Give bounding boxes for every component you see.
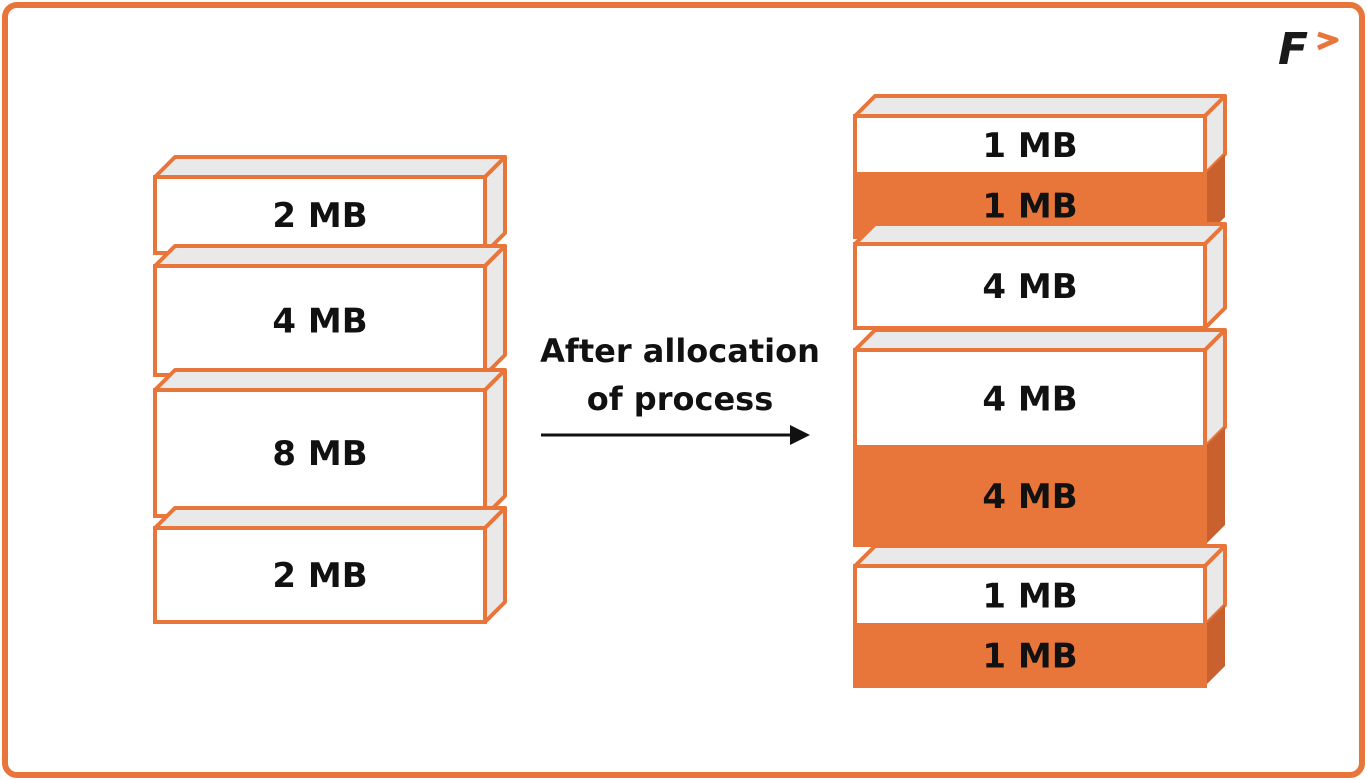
caption-line-1: After allocation [540,332,820,370]
after-memory-stack: 1 MB 1 MB 4 MB 4 MB 4 MB 1 MB 1 MB [853,94,1227,688]
before-block-label-2: 4 MB [272,302,367,342]
logo-f-arrow-icon: F [1278,24,1339,75]
after-block-label-7: 1 MB [982,637,1077,677]
after-block-4 [853,348,1207,449]
before-box-3: 8 MB [153,368,507,518]
after-block-label-1: 1 MB [982,126,1077,166]
after-block-label-2: 1 MB [982,187,1077,227]
before-box-1: 2 MB [153,155,507,255]
after-block-6 [853,564,1207,627]
before-block-label-4: 2 MB [272,556,367,596]
after-block-1 [853,114,1207,176]
after-block-label-4: 4 MB [982,380,1077,420]
after-block-label-3: 4 MB [982,267,1077,307]
caption-line-2: of process [587,380,773,418]
after-block-5 [855,447,1205,545]
after-block-label-5: 4 MB [982,477,1077,517]
after-box-4: 1 MB 1 MB [853,544,1227,688]
after-box-2: 4 MB [853,222,1227,330]
before-block-label-1: 2 MB [272,196,367,236]
right-arrow-icon [541,425,810,445]
logo-letter: F [1278,24,1308,75]
after-block-label-6: 1 MB [982,577,1077,617]
before-memory-stack: 2 MB 4 MB 8 MB 2 MB [153,155,507,624]
before-box-2: 4 MB [153,244,507,377]
before-block-label-3: 8 MB [272,434,367,474]
after-block-3 [853,242,1207,330]
after-box-3: 4 MB 4 MB [853,328,1227,547]
before-block-4 [153,526,487,624]
before-box-4: 2 MB [153,506,507,624]
after-block-7 [855,625,1205,686]
after-box-1: 1 MB 1 MB [853,94,1227,239]
